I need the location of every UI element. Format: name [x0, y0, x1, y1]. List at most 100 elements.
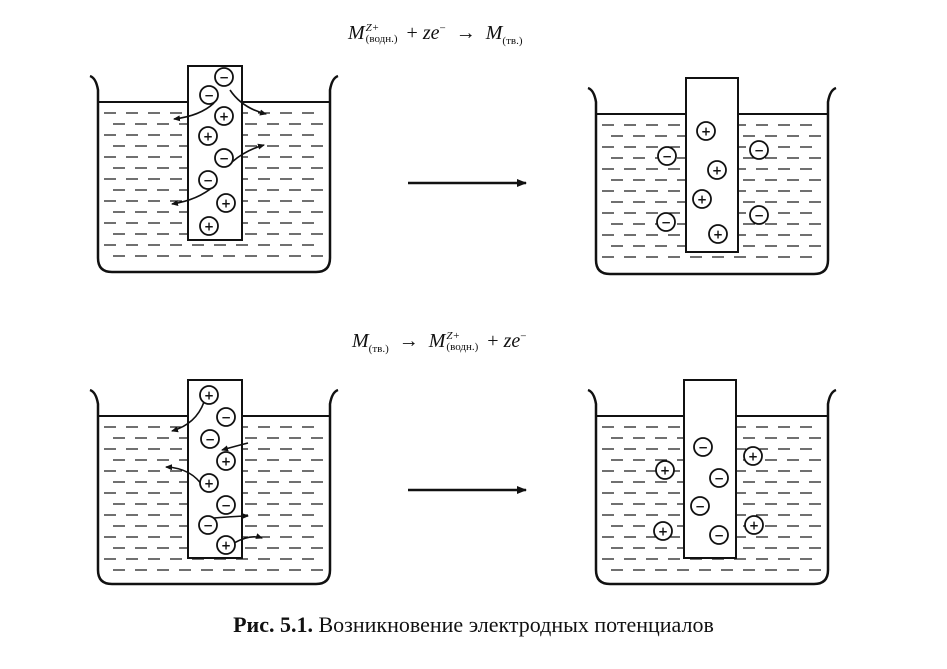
negative-ion-sign: −: [203, 519, 213, 533]
negative-ion: −: [214, 148, 234, 168]
electrode-rod: [683, 379, 737, 559]
negative-ion: −: [198, 170, 218, 190]
negative-ion: −: [749, 140, 769, 160]
eq-top-product: M: [485, 22, 503, 44]
positive-ion-sign: +: [221, 539, 231, 553]
ion-migration-arrow: [173, 102, 215, 122]
positive-ion: +: [696, 121, 716, 141]
negative-ion: −: [690, 496, 710, 516]
ion-migration-arrow: [233, 533, 263, 544]
negative-ion: −: [709, 525, 729, 545]
eq-bottom-phase-aq: (водн.): [446, 341, 479, 354]
positive-ion-sign: +: [204, 477, 214, 491]
positive-ion-sign: +: [219, 110, 229, 124]
negative-ion: −: [214, 67, 234, 87]
positive-ion-sign: +: [697, 193, 707, 207]
eq-top-electron: e: [430, 22, 440, 44]
panel-bottom-left: +−−++−−+: [89, 379, 339, 586]
beakers-layer: −−++−−+++−+−+−+−+−−++−−+−+−+−+−+: [89, 65, 837, 586]
negative-ion-sign: −: [219, 152, 229, 166]
liquid-hatching: [104, 112, 323, 257]
caption-label: Рис. 5.1.: [233, 612, 313, 637]
ion-migration-arrow: [221, 442, 249, 452]
beaker-outline: [587, 388, 837, 586]
positive-ion-sign: +: [701, 125, 711, 139]
eq-bottom-arrow: →: [398, 330, 419, 352]
positive-ion: +: [707, 160, 727, 180]
eq-top-metal: M: [348, 22, 365, 44]
beaker-outline: [587, 86, 837, 276]
eq-top-arrow: →: [455, 22, 476, 44]
negative-ion-sign: −: [714, 472, 724, 486]
ion-migration-arrow: [213, 513, 249, 520]
positive-ion: +: [216, 193, 236, 213]
negative-ion: −: [200, 429, 220, 449]
positive-ion-sign: +: [748, 450, 758, 464]
ion-migration-arrow: [171, 401, 205, 433]
positive-ion: +: [708, 224, 728, 244]
positive-ion: +: [214, 106, 234, 126]
positive-ion-sign: +: [203, 130, 213, 144]
eq-top-phase-aq: (водн.): [365, 33, 398, 46]
negative-ion: −: [657, 146, 677, 166]
negative-ion-sign: −: [662, 150, 672, 164]
eq-top-phase-solid: (тв.): [502, 35, 523, 47]
eq-bottom-product: M: [428, 330, 446, 352]
positive-ion: +: [744, 515, 764, 535]
positive-ion-sign: +: [712, 164, 722, 178]
ion-migration-arrow: [231, 143, 265, 163]
panel-bottom-right: − + − + − + − +: [587, 379, 837, 586]
positive-ion-sign: +: [204, 389, 214, 403]
positive-ion: +: [743, 446, 763, 466]
eq-top-electron-sign: −: [439, 22, 446, 35]
eq-bottom-coef: z: [503, 330, 512, 352]
beaker-outline: [89, 74, 339, 274]
ion-migration-arrow: [229, 89, 267, 116]
positive-ion-sign: +: [660, 464, 670, 478]
negative-ion: −: [216, 495, 236, 515]
eq-bottom-plus: +: [487, 330, 499, 352]
eq-top-coef: z: [422, 22, 431, 44]
negative-ion-sign: −: [695, 500, 705, 514]
eq-bottom-electron-sign: −: [520, 330, 527, 343]
positive-ion: +: [199, 473, 219, 493]
caption-text: Возникновение электродных потенциалов: [318, 612, 714, 637]
negative-ion-sign: −: [221, 499, 231, 513]
positive-ion: +: [216, 535, 236, 555]
positive-ion: +: [655, 460, 675, 480]
negative-ion-sign: −: [698, 441, 708, 455]
positive-ion: +: [653, 521, 673, 541]
panel-top-right: + − + − + − + −: [587, 77, 837, 276]
negative-ion-sign: −: [221, 411, 231, 425]
positive-ion-sign: +: [204, 220, 214, 234]
negative-ion: −: [749, 205, 769, 225]
negative-ion-sign: −: [754, 209, 764, 223]
positive-ion-sign: +: [658, 525, 668, 539]
negative-ion-sign: −: [661, 216, 671, 230]
negative-ion: −: [656, 212, 676, 232]
positive-ion: +: [216, 451, 236, 471]
eq-bottom-charge: Z+: [446, 330, 460, 343]
positive-ion-sign: +: [713, 228, 723, 242]
negative-ion: −: [693, 437, 713, 457]
figure-caption: Рис. 5.1. Возникновение электродных поте…: [0, 612, 947, 638]
eq-bottom-metal: M: [352, 330, 369, 352]
negative-ion: −: [216, 407, 236, 427]
negative-ion: −: [709, 468, 729, 488]
beaker-outline: [89, 388, 339, 586]
negative-ion-sign: −: [205, 433, 215, 447]
positive-ion-sign: +: [749, 519, 759, 533]
positive-ion-sign: +: [221, 197, 231, 211]
eq-top-charge: Z+: [365, 22, 380, 35]
negative-ion-sign: −: [754, 144, 764, 158]
process-arrows: [408, 179, 527, 494]
positive-ion: +: [198, 126, 218, 146]
negative-ion-sign: −: [219, 71, 229, 85]
eq-bottom-phase-solid: (тв.): [368, 343, 389, 355]
negative-ion-sign: −: [714, 529, 724, 543]
panel-top-left: −−++−−++: [89, 65, 339, 274]
positive-ion: +: [199, 385, 219, 405]
